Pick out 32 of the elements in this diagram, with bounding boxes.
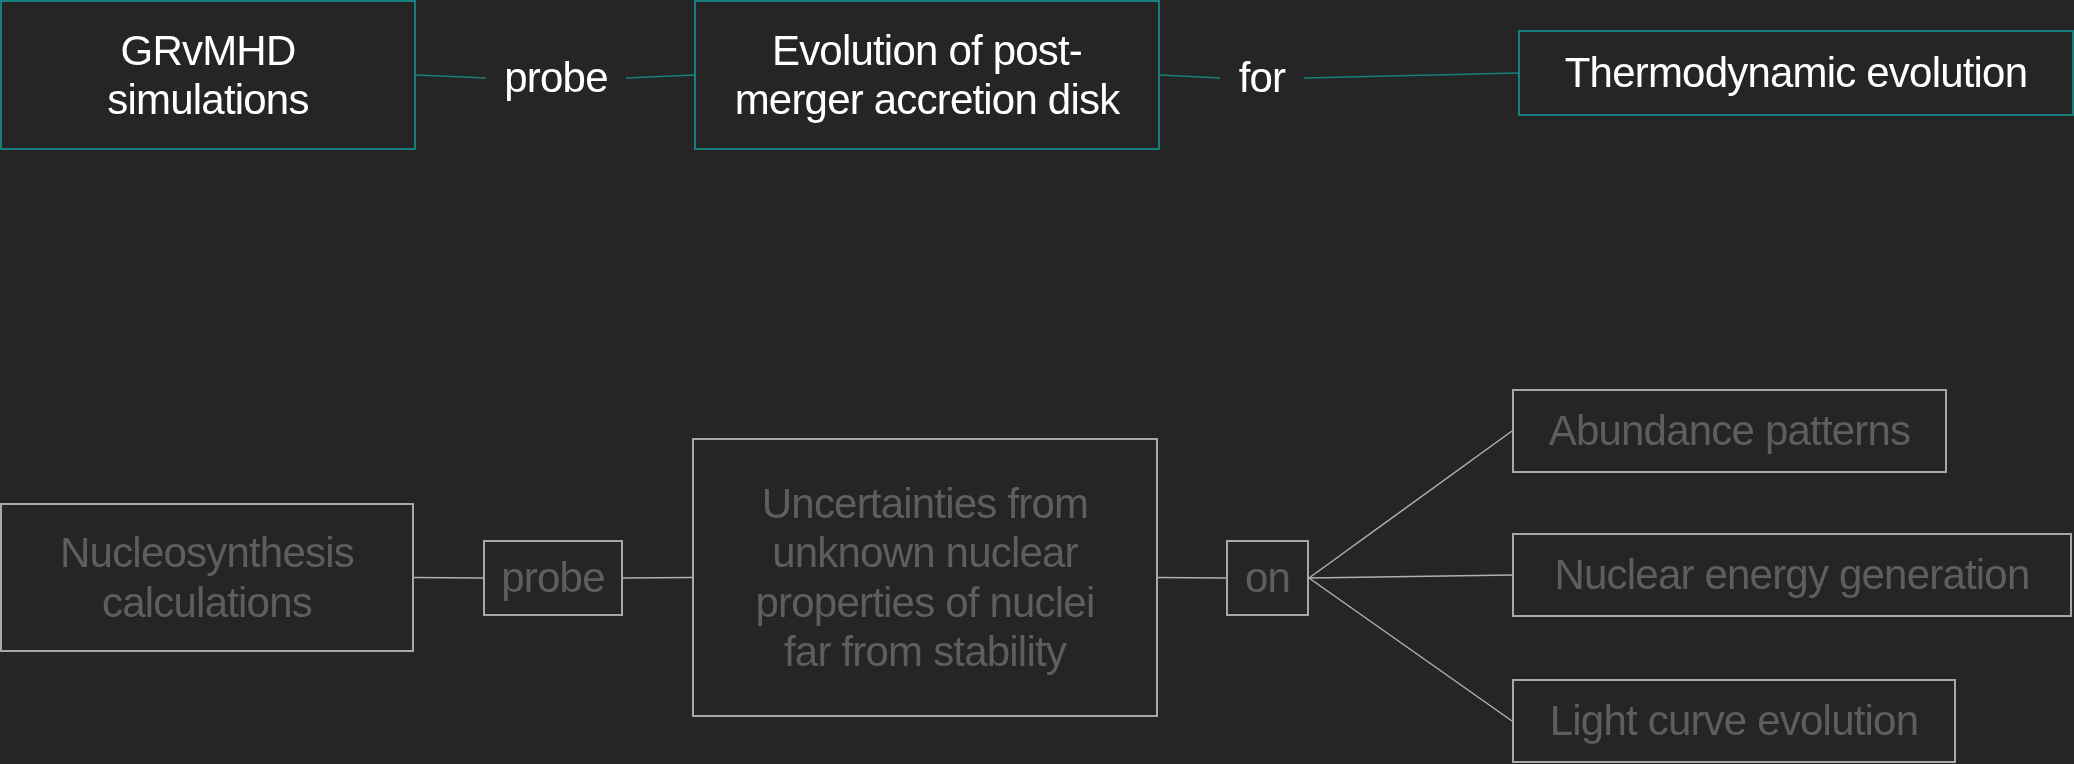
process-box — [692, 438, 1158, 717]
process-box — [1226, 540, 1309, 616]
node-label: for — [1238, 53, 1286, 103]
connector-line — [415, 74, 487, 79]
box-label: Nucleosynthesis calculations — [59, 528, 355, 627]
connector-line — [1157, 576, 1227, 579]
connector-line — [1308, 430, 1513, 579]
box-label: Light curve evolution — [1549, 696, 1919, 746]
process-box — [1512, 679, 1956, 763]
box-label: probe — [501, 553, 605, 603]
box-label: Abundance patterns — [1548, 406, 1911, 456]
process-box — [0, 503, 414, 652]
connector-line — [1308, 574, 1513, 579]
process-box — [1518, 30, 2074, 116]
process-box — [694, 0, 1160, 150]
connector-line — [622, 576, 693, 579]
box-label: Evolution of post-merger accretion disk — [733, 25, 1121, 125]
connector-line — [1159, 74, 1221, 79]
connector-line — [413, 576, 484, 579]
process-box — [1512, 389, 1947, 473]
process-box — [483, 540, 623, 616]
process-box — [0, 0, 416, 150]
connector-line — [1308, 577, 1513, 722]
box-label: Uncertainties from unknown nuclear properties of nuclei far from stability — [754, 479, 1096, 676]
node-label: probe — [504, 53, 608, 103]
box-label: on — [1244, 553, 1291, 603]
connector-line — [625, 74, 695, 79]
box-label: GRvMHD simulations — [106, 25, 310, 125]
process-box — [1512, 533, 2072, 617]
box-label: Thermodynamic evolution — [1564, 48, 2028, 98]
box-label: Nuclear energy generation — [1554, 550, 2030, 600]
connector-line — [1303, 72, 1519, 79]
